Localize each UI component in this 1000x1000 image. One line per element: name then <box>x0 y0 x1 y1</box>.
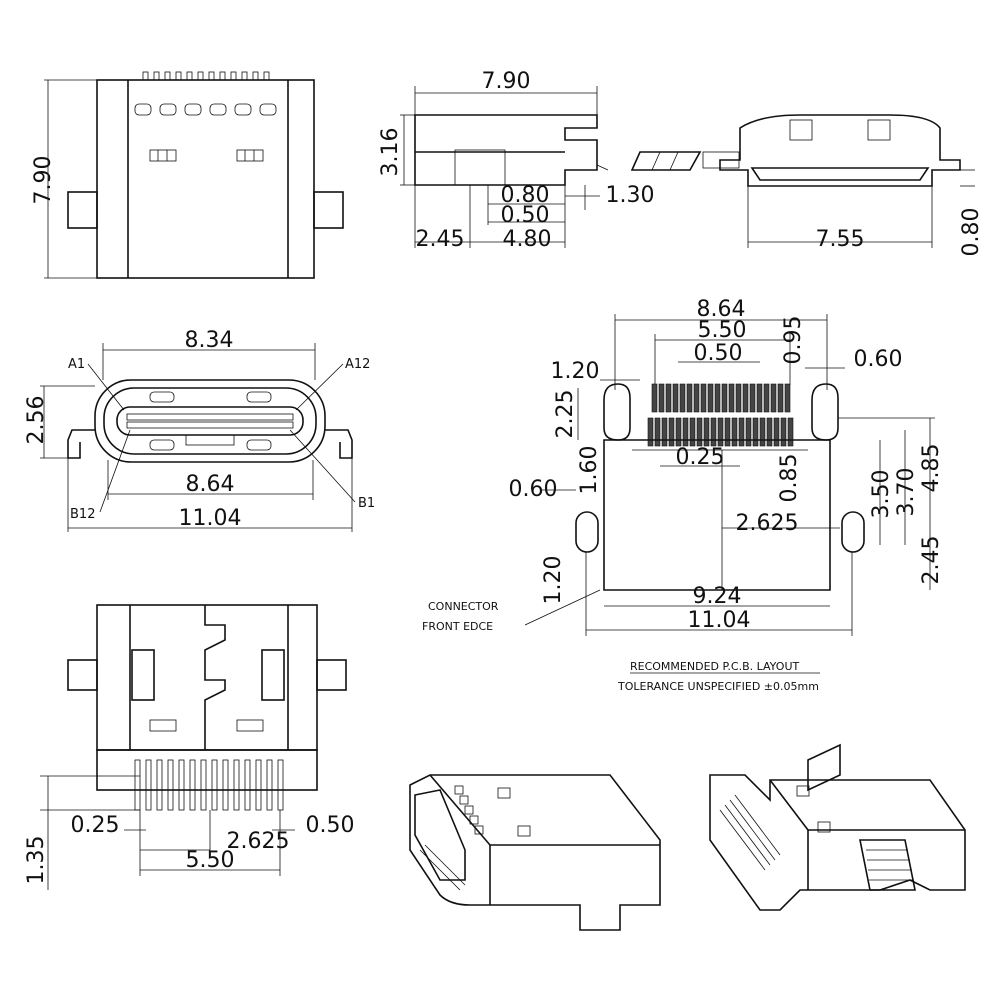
pcb-dim-8-64: 8.64 <box>697 297 746 322</box>
front-height-dim: 2.56 <box>24 396 49 445</box>
rear-width-dim: 7.55 <box>816 227 865 252</box>
left-tab <box>67 191 98 229</box>
side-dim-d: 2.45 <box>416 227 465 252</box>
pcb-dim-3-70: 3.70 <box>894 468 919 517</box>
front-width-inner: 8.64 <box>186 472 235 497</box>
pcb-dim-4-85: 4.85 <box>919 444 944 493</box>
pcb-dim-0-60-top: 0.60 <box>854 347 903 372</box>
pcb-dim-2-625: 2.625 <box>736 511 799 536</box>
pcb-dim-11-04: 11.04 <box>688 608 751 633</box>
bottom-dim-5-50: 5.50 <box>186 848 235 873</box>
pcb-dim-0-60-left: 0.60 <box>509 477 558 502</box>
side-width-dim: 7.90 <box>482 69 531 94</box>
side-dim-e: 4.80 <box>503 227 552 252</box>
side-view: 7.90 3.16 0.80 1.30 0.50 2.45 4.80 <box>378 69 654 252</box>
front-width-total: 11.04 <box>179 506 242 531</box>
right-tab <box>313 191 344 229</box>
top-view: 7.90 <box>31 71 344 279</box>
bottom-dim-0-25: 0.25 <box>71 813 120 838</box>
pcb-keepout-outline <box>603 439 831 591</box>
pin-label-b1: B1 <box>358 496 375 511</box>
pcb-pad-row-top <box>651 383 791 413</box>
top-pads <box>134 103 277 116</box>
pcb-dim-5-50: 5.50 <box>698 318 747 343</box>
isometric-view-rear <box>709 743 966 911</box>
connector-front-edge-label-line1: CONNECTOR <box>428 600 499 613</box>
pcb-layout-title: RECOMMENDED P.C.B. LAYOUT <box>630 660 799 673</box>
side-dim-c: 0.50 <box>501 203 550 228</box>
isometric-view-front <box>409 774 661 931</box>
bottom-dim-2-625: 2.625 <box>227 829 290 854</box>
front-view: 8.34 2.56 A1 A12 8.64 11.04 B12 B1 <box>24 328 375 532</box>
rear-view: 7.55 0.80 <box>630 114 984 257</box>
side-height-dim: 3.16 <box>378 128 403 177</box>
pcb-dim-0-95: 0.95 <box>781 316 806 365</box>
rear-body-outline <box>719 114 961 187</box>
pcb-left-slot <box>575 511 599 553</box>
pcb-dim-0-85: 0.85 <box>777 454 802 503</box>
pcb-dim-0-25: 0.25 <box>676 445 725 470</box>
front-shell-inner <box>103 387 317 455</box>
pcb-dim-3-50: 3.50 <box>869 470 894 519</box>
pcb-pad-row-bottom <box>647 417 794 447</box>
front-shell-outer <box>94 379 326 463</box>
side-dim-a: 0.80 <box>501 183 550 208</box>
front-tongue <box>116 406 304 436</box>
top-pins <box>142 71 270 81</box>
top-height-dim: 7.90 <box>31 156 56 205</box>
pcb-layout: 8.64 5.50 0.95 0.50 1.20 0.60 <box>422 297 944 693</box>
pcb-left-hole <box>603 383 631 441</box>
bottom-view: 1.35 0.25 0.50 2.625 5.50 <box>24 604 355 890</box>
pcb-dim-1-60: 1.60 <box>577 446 602 495</box>
pcb-right-slot <box>841 511 865 553</box>
pcb-dim-2-25: 2.25 <box>553 390 578 439</box>
pin-label-a1: A1 <box>68 357 85 372</box>
bottom-pins <box>134 759 284 811</box>
pin-label-a12: A12 <box>345 357 370 372</box>
bottom-dim-1-35: 1.35 <box>24 836 49 885</box>
side-dim-b: 1.30 <box>606 183 655 208</box>
top-body-outline <box>96 79 315 279</box>
pcb-dim-0-50: 0.50 <box>694 341 743 366</box>
pin-label-b12: B12 <box>70 507 95 522</box>
bottom-dim-0-50: 0.50 <box>306 813 355 838</box>
front-width-top: 8.34 <box>185 328 234 353</box>
side-body-outline <box>414 114 598 186</box>
rear-height-dim: 0.80 <box>959 208 984 257</box>
connector-front-edge-label-line2: FRONT EDCE <box>422 620 493 633</box>
pcb-dim-1-20-left: 1.20 <box>541 556 566 605</box>
pcb-dim-2-45: 2.45 <box>919 536 944 585</box>
pcb-dim-1-20-top: 1.20 <box>551 359 600 384</box>
pcb-right-hole <box>811 383 839 441</box>
pcb-dim-9-24: 9.24 <box>693 584 742 609</box>
pcb-tolerance-note: TOLERANCE UNSPECIFIED ±0.05mm <box>617 680 819 693</box>
